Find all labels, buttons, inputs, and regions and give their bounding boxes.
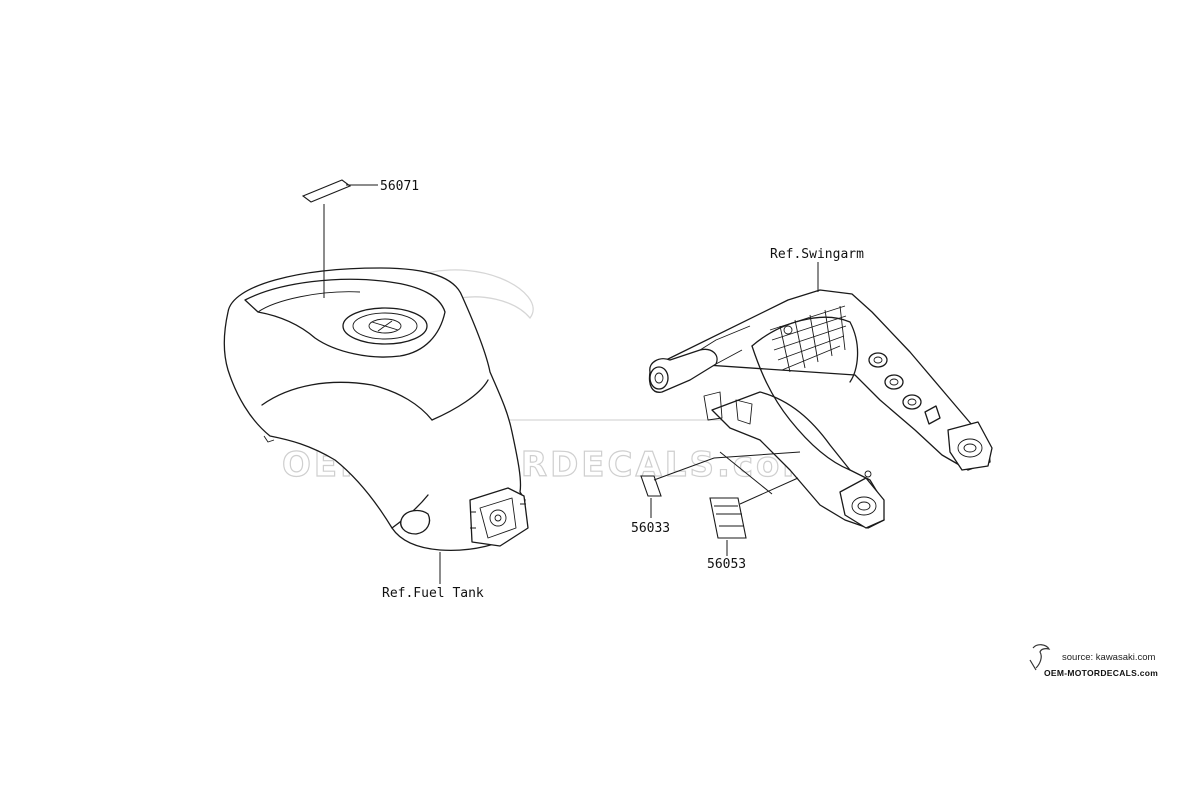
decal-56071: 56071 — [301, 179, 419, 298]
decal-56033: 56033 — [631, 451, 801, 536]
source-credit: source: kawasaki.com OEM-MOTORDECALS.com — [1029, 644, 1158, 678]
ref-fuel-tank-label: Ref.Fuel Tank — [382, 586, 484, 601]
decal-56053: 56053 — [707, 451, 799, 572]
part-number-56033: 56033 — [631, 521, 670, 536]
fuel-tank-drawing — [223, 267, 529, 551]
fuel-tank-bracket — [469, 487, 529, 547]
ref-swingarm-label: Ref.Swingarm — [770, 247, 864, 262]
swingarm-drawing — [648, 289, 993, 529]
credit-source-text: source: kawasaki.com — [1062, 652, 1156, 663]
credit-mascot-icon — [1029, 644, 1051, 671]
fuel-tank-reference: Ref.Fuel Tank — [382, 552, 484, 601]
part-number-56071: 56071 — [380, 179, 419, 194]
swingarm-mesh — [769, 305, 847, 373]
part-number-56053: 56053 — [707, 557, 746, 572]
credit-site-text: OEM-MOTORDECALS.com — [1044, 668, 1158, 678]
swingarm-reference: Ref.Swingarm — [770, 247, 864, 292]
